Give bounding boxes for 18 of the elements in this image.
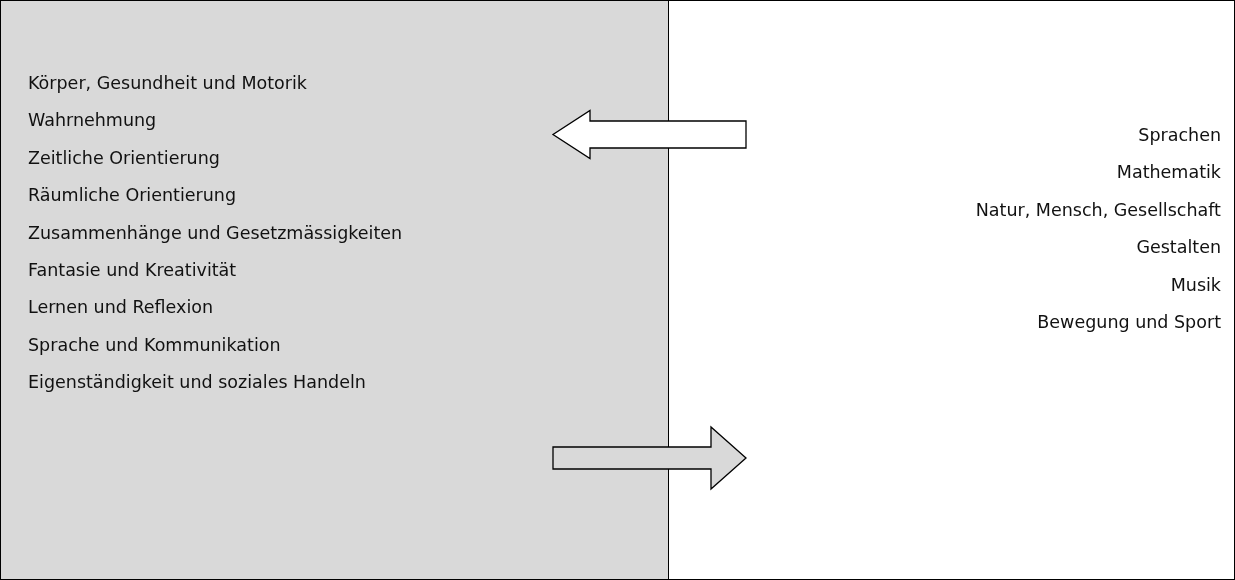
list-item: Musik xyxy=(1170,273,1221,296)
panel xyxy=(0,0,669,580)
list-item: Sprachen xyxy=(1138,124,1221,146)
block-arrow xyxy=(551,109,747,160)
list-item: Fantasie und Kreativität xyxy=(28,259,237,281)
list-item: Bewegung und Sport xyxy=(1037,311,1221,333)
list-item: Körper, Gesundheit und Motorik xyxy=(28,72,307,94)
list-item: Lernen und Reflexion xyxy=(28,296,214,319)
list-item: Eigenständigkeit und soziales Handeln xyxy=(28,371,366,394)
block-arrow xyxy=(552,425,747,491)
list-item: Sprache und Kommunikation xyxy=(28,333,281,356)
list-item: Räumliche Orientierung xyxy=(28,184,237,207)
list-item: Natur, Mensch, Gesellschaft xyxy=(975,198,1221,221)
list-item: Zusammenhänge und Gesetzmässigkeiten xyxy=(28,221,403,244)
list-item: Mathematik xyxy=(1116,161,1221,184)
list-item: Gestalten xyxy=(1136,236,1221,259)
list-item: Zeitliche Orientierung xyxy=(28,146,220,169)
list-item: Wahrnehmung xyxy=(28,109,157,132)
